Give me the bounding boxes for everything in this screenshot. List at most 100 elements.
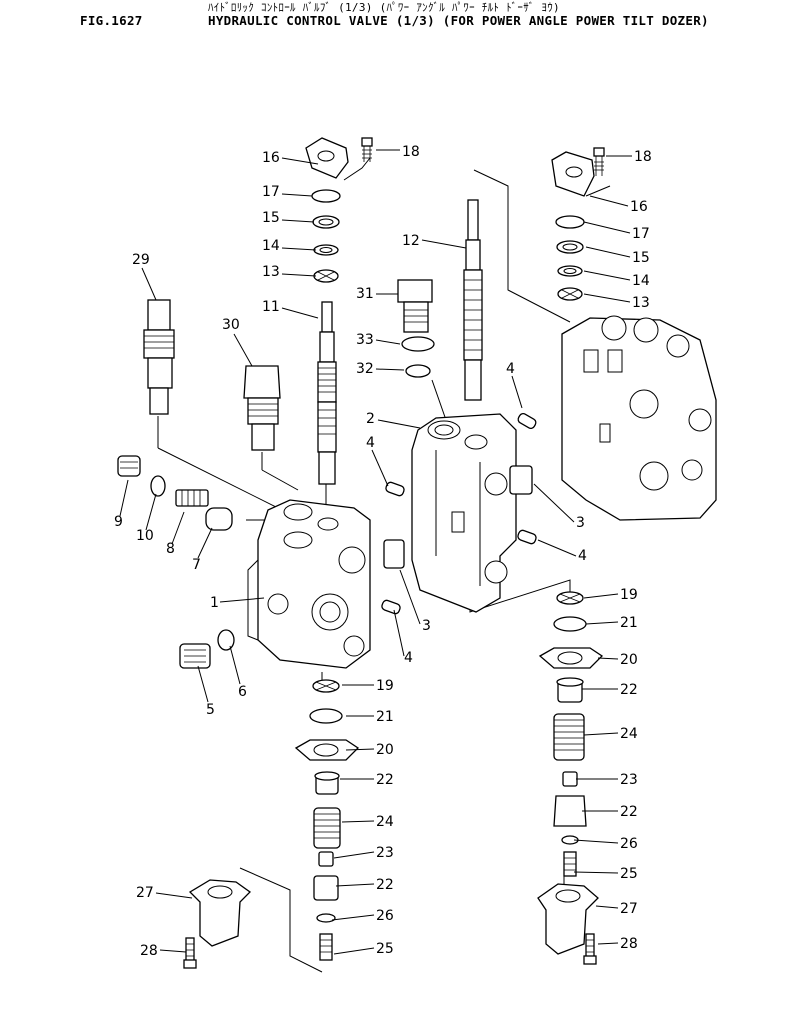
callout-number: 8 [166, 541, 175, 557]
callout-25: 25 [333, 941, 394, 957]
bolt-28-right [583, 933, 597, 965]
callout-leader [421, 239, 467, 249]
callout-31: 31 [356, 286, 398, 302]
callout-number: 12 [402, 233, 420, 249]
callout-number: 26 [376, 908, 394, 924]
flange-cover-16-left [305, 137, 349, 179]
callout-leader [589, 195, 629, 207]
callout-leader [573, 839, 619, 844]
callout-16: 16 [589, 195, 648, 215]
assembly-lines [157, 157, 611, 973]
callout-number: 17 [632, 226, 650, 242]
callout-leader [141, 267, 157, 301]
callout-10: 10 [136, 493, 157, 544]
callout-leader [583, 293, 631, 303]
callout-leader [345, 748, 375, 751]
callout-29: 29 [132, 252, 157, 301]
callout-number: 3 [422, 618, 431, 634]
figure-title-japanese: ﾊｲﾄﾞﾛﾘｯｸ ｺﾝﾄﾛｰﾙ ﾊﾞﾙﾌﾞ (1/3) (ﾊﾟﾜｰ ｱﾝｸﾞﾙ … [208, 1, 560, 14]
callout-leader [597, 942, 619, 945]
callout-leader [145, 493, 157, 531]
callout-number: 24 [620, 726, 638, 742]
callout-number: 16 [630, 199, 648, 215]
callout-number: 20 [620, 652, 638, 668]
callout-leader [371, 449, 389, 487]
valve-body-right [561, 315, 717, 521]
callout-8: 8 [166, 511, 185, 557]
callout-leader [583, 593, 619, 599]
o-ring-4 [517, 529, 537, 545]
callout-19: 19 [583, 587, 638, 603]
callout-28: 28 [597, 936, 638, 952]
seal-stack-right [555, 215, 585, 301]
callout-13: 13 [583, 293, 650, 311]
callout-leader [377, 419, 421, 429]
o-ring-32 [405, 364, 431, 378]
callout-15: 15 [585, 246, 650, 266]
plug-5 [179, 643, 211, 669]
bolt-18-right [593, 147, 605, 176]
lower-stack-right [538, 591, 604, 877]
callout-number: 13 [632, 295, 650, 311]
o-ring-4 [517, 412, 537, 430]
callout-27: 27 [595, 901, 638, 917]
callout-5: 5 [197, 665, 215, 718]
callout-6: 6 [229, 645, 247, 700]
callout-11: 11 [262, 299, 319, 319]
callout-number: 27 [620, 901, 638, 917]
callout-22: 22 [340, 772, 394, 788]
callout-23: 23 [333, 845, 394, 861]
spool-12 [463, 199, 483, 401]
o-ring-6 [217, 629, 235, 651]
gasket-3 [509, 465, 533, 495]
callout-leader [281, 307, 319, 319]
callout-leader [281, 157, 319, 165]
callout-4: 4 [506, 361, 523, 409]
callout-number: 4 [366, 435, 375, 451]
callout-24: 24 [341, 814, 394, 830]
cap-27-right [537, 883, 599, 955]
callout-number: 28 [140, 943, 158, 959]
callout-number: 2 [366, 411, 375, 427]
callout-number: 18 [402, 144, 420, 160]
callout-leader [229, 645, 241, 685]
callout-leader [197, 527, 213, 559]
callout-leader [335, 883, 375, 887]
callout-32: 32 [356, 361, 405, 377]
callout-28: 28 [140, 943, 187, 959]
callout-leader [595, 905, 619, 909]
figure-title: HYDRAULIC CONTROL VALVE (1/3) (FOR POWER… [208, 13, 709, 28]
callout-17: 17 [583, 221, 650, 242]
callout-number: 26 [620, 836, 638, 852]
callout-leader [219, 597, 265, 603]
spring-8 [175, 489, 209, 507]
callout-leader [159, 949, 187, 953]
callout-number: 24 [376, 814, 394, 830]
callout-30: 30 [222, 317, 253, 367]
callout-1: 1 [210, 595, 265, 611]
callout-number: 23 [620, 772, 638, 788]
callout-14: 14 [583, 270, 650, 289]
figure-number: FIG.1627 [80, 13, 143, 28]
callout-7: 7 [192, 527, 213, 573]
o-ring-4 [385, 481, 405, 497]
callout-2: 2 [366, 411, 421, 429]
callout-leader [155, 892, 193, 899]
callout-21: 21 [346, 709, 394, 725]
callout-number: 19 [620, 587, 638, 603]
callout-leader [583, 221, 631, 234]
callout-number: 25 [376, 941, 394, 957]
callout-number: 1 [210, 595, 219, 611]
gasket-3 [383, 539, 405, 569]
callout-leader [119, 479, 129, 517]
callout-number: 22 [376, 877, 394, 893]
callout-number: 21 [376, 709, 394, 725]
callout-number: 4 [506, 361, 515, 377]
callout-number: 33 [356, 332, 374, 348]
callout-number: 5 [206, 702, 215, 718]
callout-14: 14 [262, 238, 317, 254]
lower-stack-left [294, 679, 360, 961]
o-ring-33 [401, 336, 435, 352]
callout-leader [573, 871, 619, 874]
callout-leader [331, 914, 375, 921]
